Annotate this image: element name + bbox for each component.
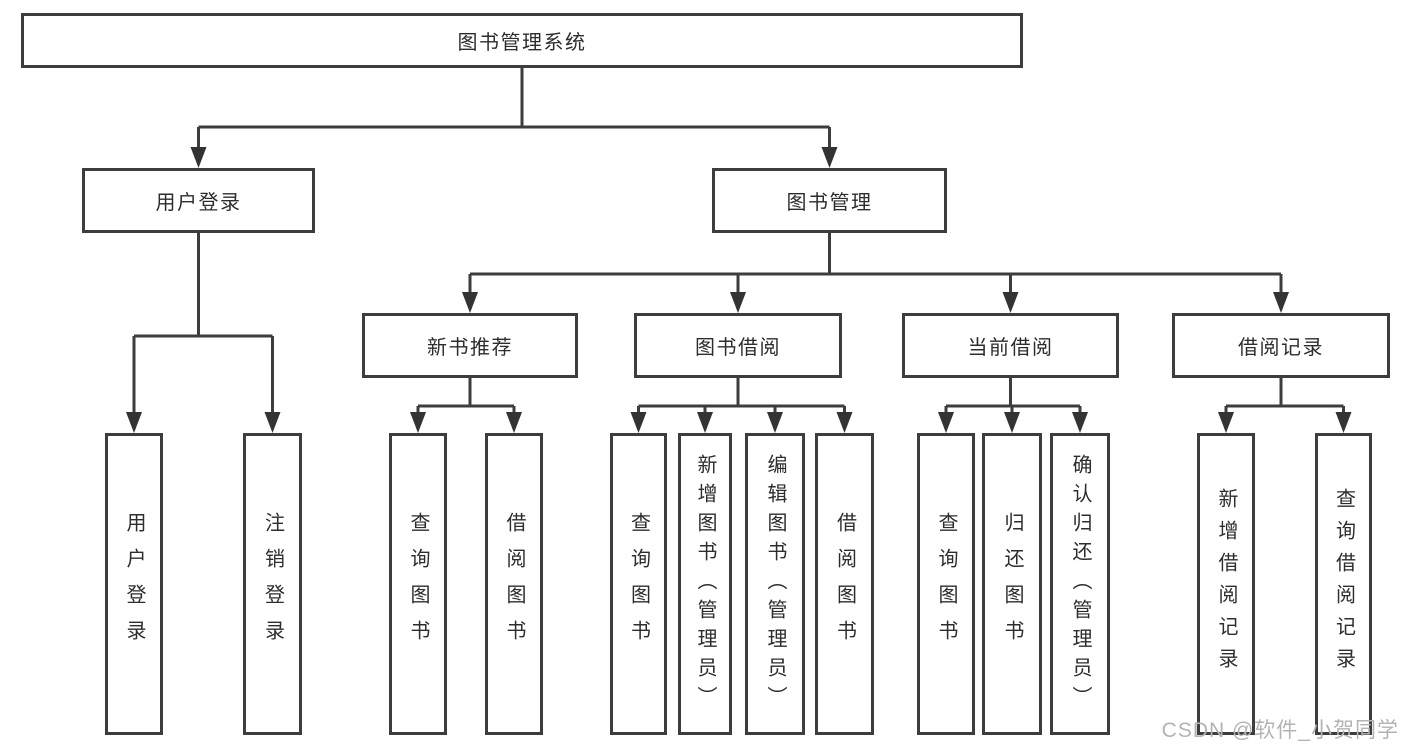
node-label: 借阅记录	[1238, 337, 1324, 359]
node-user-login: 用户登录	[82, 168, 315, 233]
node-label: 当前借阅	[967, 337, 1054, 359]
connector-root-to-level2	[197, 68, 831, 152]
connector-book-borrow-children	[637, 378, 846, 417]
node-label: 图书管理系统	[457, 32, 587, 54]
connector-new-book-children	[416, 378, 516, 417]
connector-user-login-children	[132, 233, 274, 417]
arrowhead	[1335, 412, 1352, 433]
node-label: 借阅图书	[833, 512, 856, 656]
arrowhead	[697, 412, 713, 433]
arrowhead	[1072, 412, 1088, 433]
node-label: 查询图书	[407, 512, 429, 656]
leaf-borrow-books: 借阅图书	[815, 433, 874, 735]
arrowhead	[264, 412, 281, 433]
leaf-user-login: 用户登录	[105, 433, 163, 735]
node-label: 用户登录	[123, 512, 145, 656]
leaf-query-books-recommend: 查询图书	[389, 433, 447, 735]
node-label: 借阅图书	[503, 512, 525, 656]
arrowhead	[1273, 292, 1289, 313]
arrowhead	[630, 412, 647, 433]
arrowhead	[730, 292, 746, 313]
arrowhead	[821, 147, 838, 168]
arrowhead	[1004, 412, 1020, 433]
node-book-management: 图书管理	[712, 168, 947, 233]
leaf-edit-book-admin: 编辑图书（管理员）	[745, 433, 805, 735]
node-label: 用户登录	[155, 192, 242, 214]
leaf-add-borrow-record: 新增借阅记录	[1197, 433, 1255, 735]
arrowhead	[938, 412, 954, 433]
arrowhead	[1218, 412, 1234, 433]
arrowhead	[836, 412, 853, 433]
connector-current-borrow-children	[944, 378, 1082, 417]
node-new-book-recommend: 新书推荐	[362, 313, 578, 378]
arrowhead	[410, 412, 426, 433]
node-current-borrowing: 当前借阅	[902, 313, 1119, 378]
node-book-borrowing: 图书借阅	[634, 313, 842, 378]
leaf-borrow-books-recommend: 借阅图书	[485, 433, 543, 735]
leaf-confirm-return-admin: 确认归还（管理员）	[1050, 433, 1110, 735]
arrowheads	[126, 147, 1352, 433]
node-label: 归还图书	[1001, 512, 1023, 656]
arrowhead	[1002, 292, 1019, 313]
watermark: CSDN @软件_小贺同学	[1161, 719, 1399, 742]
node-label: 新书推荐	[427, 337, 513, 359]
leaf-add-book-admin: 新增图书（管理员）	[678, 433, 732, 735]
leaf-query-books-borrowing: 查询图书	[610, 433, 667, 735]
arrowhead	[126, 412, 142, 433]
arrowhead	[506, 412, 522, 433]
arrowhead	[462, 292, 478, 313]
node-label: 确认归还（管理员）	[1069, 453, 1091, 715]
node-label: 图书借阅	[695, 337, 781, 359]
leaf-logout: 注销登录	[243, 433, 302, 735]
node-label: 新增图书（管理员）	[694, 453, 716, 715]
node-library-system: 图书管理系统	[21, 13, 1023, 68]
connector-book-mgmt-to-level3	[468, 233, 1283, 297]
node-label: 查询图书	[627, 512, 650, 656]
node-label: 图书管理	[786, 192, 873, 214]
connector-borrow-record-children	[1224, 378, 1345, 417]
leaf-return-books: 归还图书	[982, 433, 1042, 735]
node-borrowing-records: 借阅记录	[1172, 313, 1390, 378]
node-label: 查询借阅记录	[1332, 488, 1355, 680]
leaf-query-books-current: 查询图书	[917, 433, 975, 735]
node-label: 注销登录	[261, 512, 284, 656]
arrowhead	[190, 147, 207, 168]
leaf-query-borrow-record: 查询借阅记录	[1315, 433, 1372, 735]
node-label: 编辑图书（管理员）	[764, 453, 786, 715]
arrowhead	[767, 412, 783, 433]
node-label: 查询图书	[935, 512, 957, 656]
node-label: 新增借阅记录	[1215, 488, 1237, 680]
